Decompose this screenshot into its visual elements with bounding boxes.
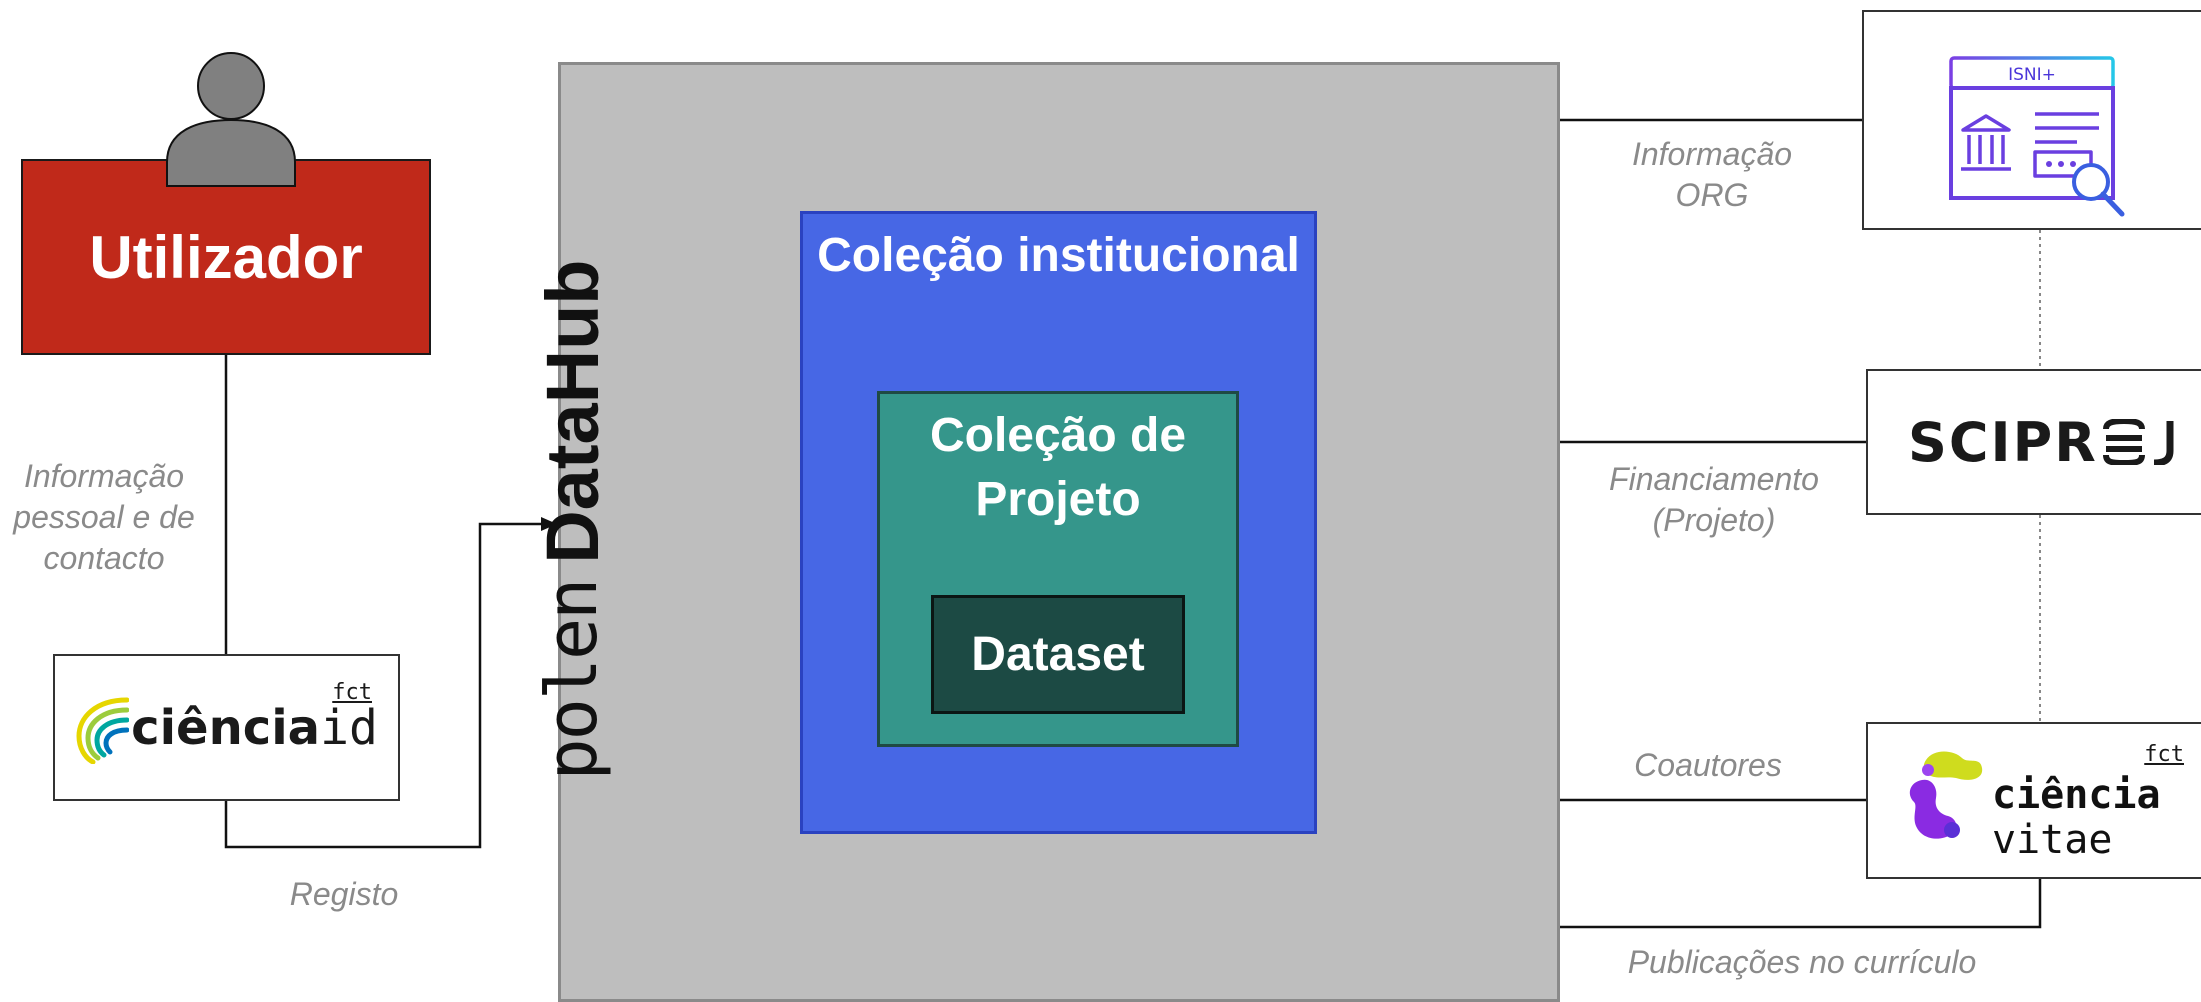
cienciaid-arcs-icon [76,697,130,764]
user-label: Utilizador [89,223,363,291]
cienciavitae-logo: ciência vitae fct [1866,722,2201,879]
dataset-label: Dataset [971,628,1145,681]
registration-label: Registo [289,876,399,912]
platform-name: DataHub [530,259,614,564]
coauthors-label: Coautores [1634,747,1782,783]
sciproj-logo: SCIPR [1866,369,2201,515]
sciproj-j-icon [2153,421,2174,465]
cienciavitae-line1: ciência [1992,772,2161,818]
isni-institution-icon: ISNI+ [1949,56,2125,217]
platform-brand: polen DataHub [522,260,622,781]
institutional-collection-label: Coleção institucional [817,229,1300,282]
publications-label: Publicações no currículo [1627,944,1977,980]
user-avatar-icon [166,52,296,187]
cienciaid-wordmark: ciênciaid [131,700,378,756]
isni-badge: ISNI+ [2008,65,2056,85]
project-collection-label: Coleção de Projeto [929,409,1187,526]
registration-arrow [224,517,557,849]
cienciaid-fct-badge: fct [332,680,372,705]
sciproj-o-icon [2102,419,2145,465]
sciproj-wordmark: SCIPR [1908,410,2098,474]
isni-logo: ISNI+ [1862,10,2201,230]
cienciaid-logo: ciênciaid fct [53,654,400,801]
cienciavitae-line2: vitae [1992,817,2113,863]
dataset-node: Dataset [931,595,1185,714]
funding-label: Financiamento (Projeto) [1609,461,1819,538]
personal-info-label: Informação pessoal e de contacto [13,458,195,576]
cienciaid-bold: ciência [131,699,321,756]
cienciavitae-fct-badge: fct [2144,742,2184,767]
user-node: Utilizador [21,159,431,355]
cienciavitae-blob-icon [1909,751,1983,839]
platform-prefix: polen [531,579,613,781]
org-info-label: Informação ORG [1631,136,1793,213]
cienciaid-thin: id [320,699,378,756]
